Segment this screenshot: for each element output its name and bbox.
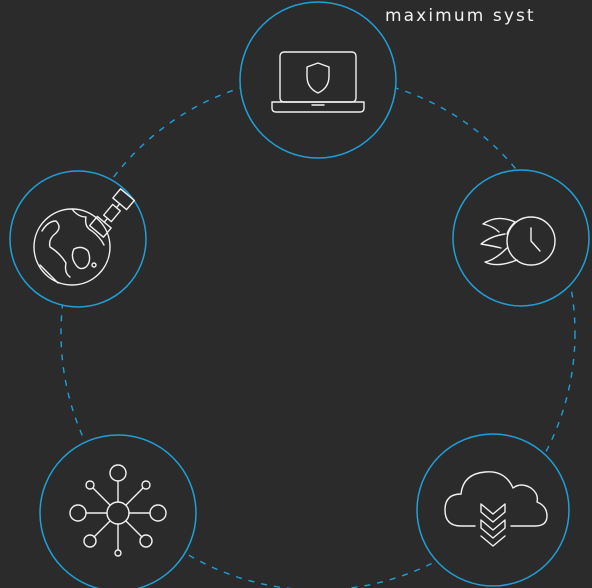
laptop-shield-icon — [271, 51, 365, 113]
cloud-download-icon — [444, 471, 548, 547]
feature-network-hub — [39, 434, 197, 588]
caption-text: maximum syst — [385, 6, 536, 26]
feature-globe-satellite — [9, 170, 147, 308]
feature-cloud-download — [416, 433, 570, 587]
globe-satellite-icon — [33, 188, 136, 286]
feature-fast-clock — [452, 169, 590, 307]
feature-laptop-shield — [239, 1, 397, 159]
fast-clock-icon — [480, 216, 556, 266]
network-hub-icon — [69, 464, 167, 557]
